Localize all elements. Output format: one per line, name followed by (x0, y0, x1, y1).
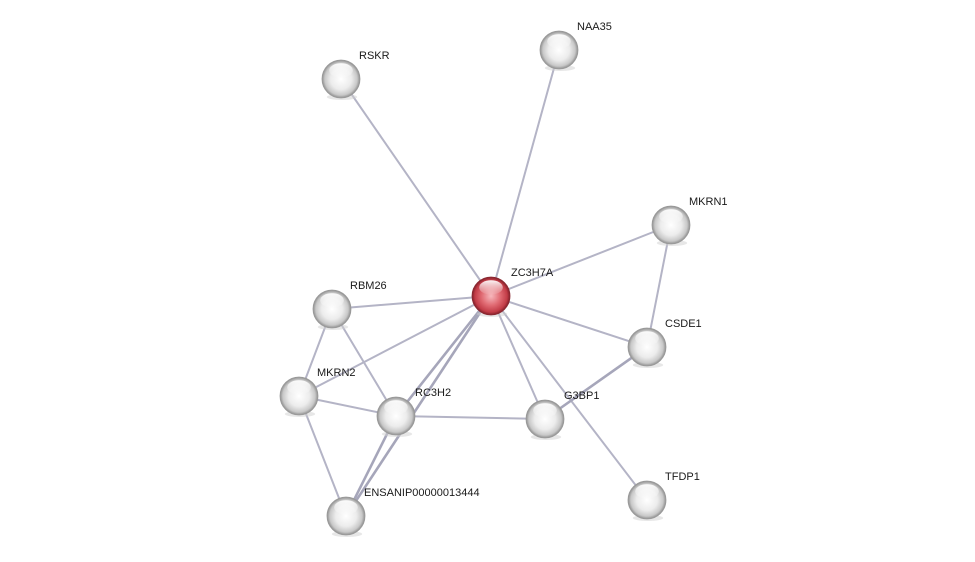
edge-zc3h7a-rbm26 (331, 295, 492, 310)
edge-rc3h2-g3bp1 (395, 415, 546, 420)
node-tfdp1[interactable]: TFDP1 (627, 471, 700, 521)
edge-zc3h7a-csde1 (490, 295, 648, 348)
edge-zc3h7a-rskr (340, 78, 492, 297)
node-mkrn2[interactable]: MKRN2 (279, 367, 356, 417)
node-highlight (334, 500, 358, 515)
node-naa35[interactable]: NAA35 (539, 21, 612, 71)
node-highlight (384, 400, 408, 415)
node-label: RSKR (359, 50, 390, 62)
node-label: MKRN2 (317, 367, 356, 379)
node-csde1[interactable]: CSDE1 (627, 318, 702, 368)
node-rbm26[interactable]: RBM26 (312, 280, 387, 330)
node-highlight (329, 63, 353, 78)
node-ensanip00000013444[interactable]: ENSANIP00000013444 (326, 487, 480, 537)
edge-zc3h7a-mkrn1 (490, 224, 672, 297)
node-label: NAA35 (577, 21, 612, 33)
node-label: ZC3H7A (511, 267, 554, 279)
node-highlight (659, 209, 683, 224)
node-rskr[interactable]: RSKR (321, 50, 390, 100)
node-highlight (287, 380, 311, 395)
edge-csde1-g3bp1 (543, 345, 649, 421)
edge-zc3h7a-rc3h2 (394, 294, 493, 418)
node-label: TFDP1 (665, 471, 700, 483)
node-highlight (533, 403, 557, 418)
node-highlight (479, 280, 503, 295)
node-highlight (635, 484, 659, 499)
node-label: RBM26 (350, 280, 387, 292)
node-mkrn1[interactable]: MKRN1 (651, 196, 728, 246)
edge-zc3h7a-ensanip00000013444 (344, 294, 493, 518)
node-label: ENSANIP00000013444 (364, 487, 480, 499)
node-highlight (635, 331, 659, 346)
node-label: G3BP1 (564, 390, 599, 402)
node-highlight (547, 34, 571, 49)
edge-zc3h7a-tfdp1 (490, 295, 648, 501)
node-label: CSDE1 (665, 318, 702, 330)
node-rc3h2[interactable]: RC3H2 (376, 387, 451, 437)
node-highlight (320, 293, 344, 308)
edge-zc3h7a-mkrn2 (298, 295, 492, 397)
node-zc3h7a[interactable]: ZC3H7A (471, 267, 554, 317)
node-g3bp1[interactable]: G3BP1 (525, 390, 599, 440)
node-label: MKRN1 (689, 196, 728, 208)
node-label: RC3H2 (415, 387, 451, 399)
edge-zc3h7a-naa35 (490, 49, 560, 297)
